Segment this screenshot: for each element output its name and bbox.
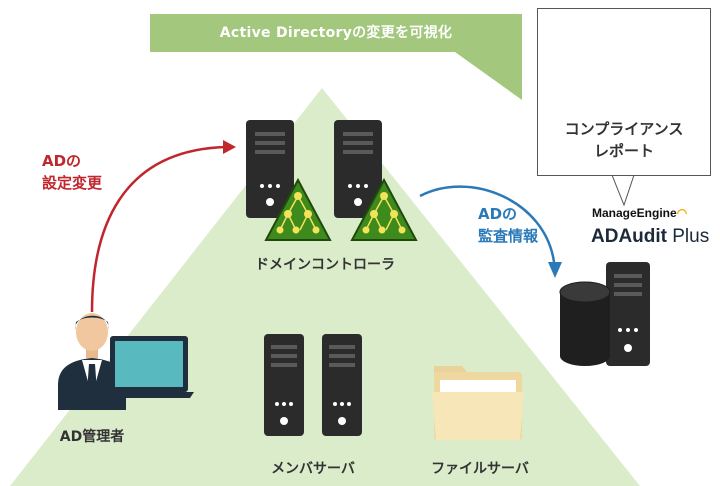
database-icon — [559, 281, 611, 366]
ad-tree-icon-2 — [350, 177, 418, 241]
product-name: ADAudit Plus — [591, 226, 710, 247]
audit-flow-label-line2: 監査情報 — [478, 227, 539, 245]
report-label-line2: レポート — [593, 142, 654, 160]
domain-controller-label: ドメインコントローラ — [255, 257, 395, 273]
blue-arrow — [419, 185, 562, 278]
file-server-label: ファイルサーバ — [431, 461, 529, 477]
member-server-2 — [322, 334, 362, 436]
admin-label: AD管理者 — [59, 429, 125, 445]
folder-icon — [432, 366, 524, 440]
laptop-icon — [104, 336, 194, 398]
member-server-1 — [264, 334, 304, 436]
admin-flow-label-line1: ADの — [42, 152, 82, 170]
red-arrow — [90, 140, 236, 313]
audit-flow-label-line1: ADの — [478, 205, 518, 223]
report-label-line1: コンプライアンス — [564, 120, 684, 138]
domain-controller-server-2 — [334, 120, 382, 218]
banner-pointer — [455, 52, 522, 100]
report-pointer — [611, 174, 635, 207]
admin-flow-label-line2: 設定変更 — [42, 174, 103, 192]
member-server-label: メンバサーバ — [271, 461, 355, 477]
domain-controller-server-1 — [246, 120, 294, 218]
ad-tree-icon-1 — [264, 177, 332, 241]
vendor-logo-text: ManageEngine◠ — [592, 206, 688, 220]
banner-title: Active Directoryの変更を可視化 — [150, 14, 522, 52]
compliance-report-box — [537, 8, 711, 176]
adaudit-server — [606, 262, 650, 366]
